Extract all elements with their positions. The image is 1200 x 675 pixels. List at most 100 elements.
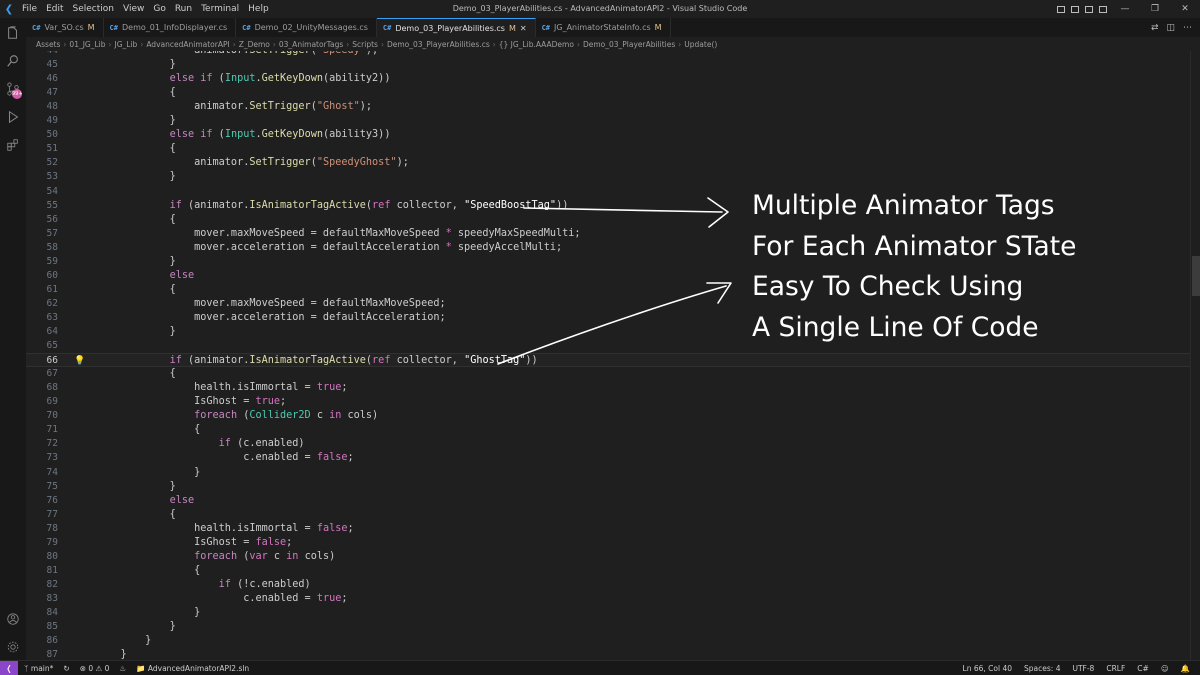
code-line[interactable]: 63 mover.acceleration = defaultAccelerat… [26, 311, 1190, 325]
code-line[interactable]: 76 else [26, 494, 1190, 508]
breadcrumb-item[interactable]: Update() [684, 39, 718, 49]
code-line[interactable]: 45 } [26, 58, 1190, 72]
scrollbar-thumb[interactable] [1192, 256, 1200, 296]
cursor-position[interactable]: Ln 66, Col 40 [962, 663, 1013, 673]
code-editor[interactable]: 44 animator.SetTrigger("Speedy");45 }46 … [26, 51, 1190, 660]
breadcrumb-item[interactable]: {} JG_Lib.AAADemo [498, 39, 574, 49]
code-line[interactable]: 62 mover.maxMoveSpeed = defaultMaxMoveSp… [26, 297, 1190, 311]
accounts-icon[interactable] [0, 606, 26, 632]
code-line[interactable]: 61 { [26, 283, 1190, 297]
branch-status[interactable]: ᛉ main* [24, 663, 54, 673]
code-line[interactable]: 87 } [26, 648, 1190, 660]
flame-icon[interactable]: ♨ [119, 663, 127, 673]
menu-terminal[interactable]: Terminal [201, 4, 240, 14]
code-line[interactable]: 71 { [26, 423, 1190, 437]
code-line[interactable]: 80 foreach (var c in cols) [26, 550, 1190, 564]
code-line[interactable]: 82 if (!c.enabled) [26, 578, 1190, 592]
extensions-icon[interactable] [0, 132, 26, 158]
code-line[interactable]: 58 mover.acceleration = defaultAccelerat… [26, 241, 1190, 255]
code-line[interactable]: 84 } [26, 606, 1190, 620]
lightbulb-icon[interactable]: 💡 [74, 356, 86, 367]
code-line[interactable]: 72 if (c.enabled) [26, 437, 1190, 451]
code-line[interactable]: 50 else if (Input.GetKeyDown(ability3)) [26, 128, 1190, 142]
code-line[interactable]: 74 } [26, 466, 1190, 480]
code-line[interactable]: 86 } [26, 634, 1190, 648]
toggle-secondary-sidebar-icon[interactable] [1082, 0, 1096, 18]
code-line[interactable]: 78 health.isImmortal = false; [26, 522, 1190, 536]
settings-gear-icon[interactable] [0, 634, 26, 660]
menu-view[interactable]: View [122, 4, 145, 14]
code-line[interactable]: 48 animator.SetTrigger("Ghost"); [26, 100, 1190, 114]
menu-go[interactable]: Go [153, 4, 166, 14]
code-line[interactable]: 46 else if (Input.GetKeyDown(ability2)) [26, 72, 1190, 86]
more-actions-icon[interactable]: ⋯ [1183, 22, 1192, 33]
problems-status[interactable]: ⊗ 0 ⚠ 0 [79, 663, 110, 673]
tab-jg-animatorstateinfo[interactable]: C# JG_AnimatorStateInfo.cs M [536, 18, 671, 37]
code-line[interactable]: 65 [26, 339, 1190, 353]
toggle-panel-icon[interactable] [1068, 0, 1082, 18]
breadcrumb-item[interactable]: JG_Lib [114, 39, 138, 49]
code-line[interactable]: 56 { [26, 213, 1190, 227]
restore-button[interactable]: ❐ [1150, 4, 1160, 14]
code-line[interactable]: 73 c.enabled = false; [26, 451, 1190, 465]
tab-demo-02-unitymessages[interactable]: C# Demo_02_UnityMessages.cs [236, 18, 377, 37]
code-line[interactable]: 57 mover.maxMoveSpeed = defaultMaxMoveSp… [26, 227, 1190, 241]
code-line[interactable]: 53 } [26, 170, 1190, 184]
split-editor-icon[interactable]: ◫ [1166, 22, 1175, 33]
run-debug-icon[interactable] [0, 104, 26, 130]
close-tab-icon[interactable]: ✕ [519, 23, 527, 33]
language-mode[interactable]: C# [1137, 663, 1149, 673]
breadcrumb-item[interactable]: Scripts [352, 39, 378, 49]
code-line[interactable]: 51 { [26, 142, 1190, 156]
breadcrumb-item[interactable]: Demo_03_PlayerAbilities [582, 39, 676, 49]
source-control-icon[interactable]: 99+ [0, 76, 26, 102]
code-line[interactable]: 64 } [26, 325, 1190, 339]
code-line[interactable]: 77 { [26, 508, 1190, 522]
code-line[interactable]: 69 IsGhost = true; [26, 395, 1190, 409]
breadcrumb-item[interactable]: 01_JG_Lib [69, 39, 106, 49]
breadcrumb-item[interactable]: Assets [36, 39, 61, 49]
code-line[interactable]: 49 } [26, 114, 1190, 128]
tab-var-so[interactable]: C# Var_SO.cs M [26, 18, 104, 37]
code-line[interactable]: 44 animator.SetTrigger("Speedy"); [26, 51, 1190, 58]
menu-run[interactable]: Run [174, 4, 193, 14]
code-line[interactable]: 54 [26, 185, 1190, 199]
breadcrumb-item[interactable]: Demo_03_PlayerAbilities.cs [386, 39, 490, 49]
notifications-bell-icon[interactable]: 🔔 [1180, 663, 1190, 673]
code-line[interactable]: 85 } [26, 620, 1190, 634]
toggle-primary-sidebar-icon[interactable] [1054, 0, 1068, 18]
sync-icon[interactable]: ↻ [63, 663, 70, 673]
menu-file[interactable]: File [22, 4, 38, 14]
code-line[interactable]: 79 IsGhost = false; [26, 536, 1190, 550]
copilot-icon[interactable]: ☺ [1160, 663, 1169, 673]
breadcrumb-item[interactable]: Z_Demo [238, 39, 270, 49]
breadcrumb-item[interactable]: AdvancedAnimatorAPI [146, 39, 230, 49]
tab-demo-01-infodisplayer[interactable]: C# Demo_01_InfoDisplayer.cs [104, 18, 237, 37]
code-line[interactable]: 59 } [26, 255, 1190, 269]
indentation[interactable]: Spaces: 4 [1024, 663, 1061, 673]
minimize-button[interactable]: — [1120, 4, 1130, 14]
code-line[interactable]: 47 { [26, 86, 1190, 100]
remote-indicator-icon[interactable]: ❬ [0, 660, 18, 675]
code-line[interactable]: 55 if (animator.IsAnimatorTagActive(ref … [26, 199, 1190, 213]
open-changes-icon[interactable]: ⇄ [1150, 22, 1159, 33]
encoding[interactable]: UTF-8 [1072, 663, 1095, 673]
breadcrumb-item[interactable]: 03_AnimatorTags [278, 39, 344, 49]
code-line[interactable]: 81 { [26, 564, 1190, 578]
close-button[interactable]: ✕ [1181, 4, 1189, 14]
line-endings[interactable]: CRLF [1106, 663, 1126, 673]
menu-selection[interactable]: Selection [72, 4, 114, 14]
customize-layout-icon[interactable] [1096, 0, 1110, 18]
code-line[interactable]: 60 else [26, 269, 1190, 283]
solution-status[interactable]: 📁 AdvancedAnimatorAPI2.sln [136, 663, 250, 673]
search-icon[interactable] [0, 48, 26, 74]
menu-help[interactable]: Help [248, 4, 269, 14]
explorer-icon[interactable] [0, 20, 26, 46]
code-line[interactable]: 75 } [26, 480, 1190, 494]
editor-scrollbar[interactable] [1190, 51, 1200, 660]
code-line[interactable]: 67 { [26, 367, 1190, 381]
code-line[interactable]: 66💡 if (animator.IsAnimatorTagActive(ref… [26, 353, 1190, 368]
tab-demo-03-playerabilities[interactable]: C# Demo_03_PlayerAbilities.cs M ✕ [376, 18, 536, 37]
menu-edit[interactable]: Edit [46, 4, 64, 14]
code-line[interactable]: 68 health.isImmortal = true; [26, 381, 1190, 395]
